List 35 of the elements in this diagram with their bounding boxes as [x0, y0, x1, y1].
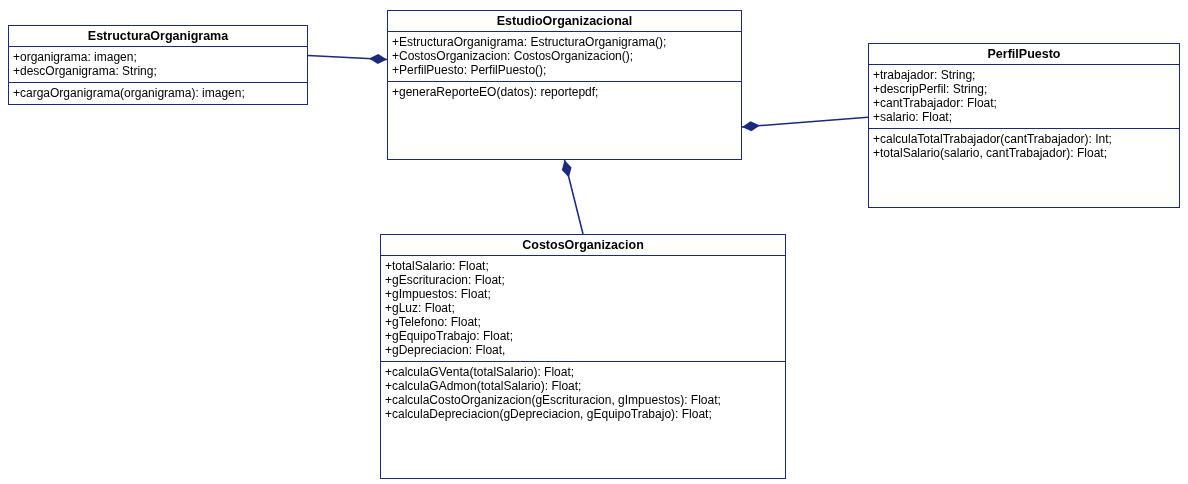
- class-method: +generaReporteEO(datos): reportepdf;: [392, 85, 600, 99]
- class-attribute: +organigrama: imagen;: [13, 50, 138, 64]
- class-name: PerfilPuesto: [987, 47, 1061, 61]
- class-box: [8, 25, 308, 105]
- class-attribute: +descripPerfil: String;: [873, 82, 989, 96]
- class-attribute: +salario: Float;: [873, 110, 954, 124]
- class-method: +calculaDepreciacion(gDepreciacion, gEquipoTrabajo): Float;: [385, 407, 713, 421]
- class-method: +totalSalario(salario, cantTrabajador): Float;: [873, 146, 1108, 160]
- class-box: [387, 10, 742, 160]
- class-name: EstructuraOrganigrama: [87, 29, 229, 43]
- class-attribute: +gImpuestos: Float;: [385, 287, 492, 301]
- class-attribute: +cantTrabajador: Float;: [873, 96, 998, 110]
- class-attribute: +gEscrituracion: Float;: [385, 273, 506, 287]
- class-attribute: +gLuz: Float;: [385, 301, 456, 315]
- class-box: [380, 234, 786, 479]
- composition-line: [561, 159, 584, 235]
- class-method: +calculaCostoOrganizacion(gEscrituracion, gImpuestos): Float;: [385, 393, 722, 407]
- class-attribute: +gDepreciacion: Float,: [385, 343, 507, 357]
- class-attribute: +descOrganigrama: String;: [13, 64, 158, 78]
- class-attribute: +gTelefono: Float;: [385, 315, 482, 329]
- class-attribute: +EstructuraOrganigrama: EstructuraOrganigrama();: [392, 35, 668, 49]
- class-name: EstudioOrganizacional: [496, 14, 633, 28]
- class-attribute: +gEquipoTrabajo: Float;: [385, 329, 514, 343]
- class-method: +cargaOrganigrama(organigrama): imagen;: [13, 86, 246, 100]
- class-attribute: +CostosOrganizacion: CostosOrganizacion();: [392, 49, 635, 63]
- class-attribute: +totalSalario: Float;: [385, 259, 490, 273]
- composition-line: [307, 54, 388, 65]
- class-attribute: +PerfilPuesto: PerfilPuesto();: [392, 63, 548, 77]
- class-method: +calculaGAdmon(totalSalario): Float;: [385, 379, 583, 393]
- class-method: +calculaTotalTrabajador(cantTrabajador): Int;: [873, 132, 1113, 146]
- class-method: +calculaGVenta(totalSalario): Float;: [385, 365, 576, 379]
- class-name: CostosOrganizacion: [522, 238, 644, 252]
- class-box: [868, 43, 1180, 208]
- composition-line: [741, 116, 869, 132]
- class-attribute: +trabajador: String;: [873, 68, 977, 82]
